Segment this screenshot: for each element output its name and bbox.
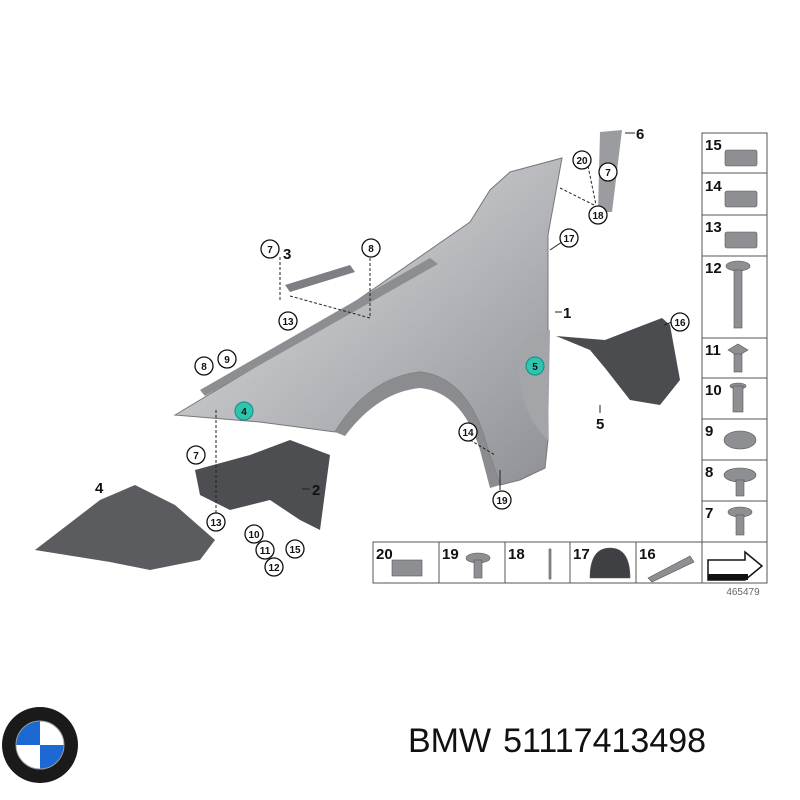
- callout-19: 19: [496, 496, 508, 507]
- liner-part-4: [35, 485, 215, 570]
- duct-part-16: [556, 318, 680, 405]
- callout-7: 7: [193, 451, 199, 462]
- callout-8: 8: [368, 244, 374, 255]
- highlight-marker-4: [234, 401, 254, 421]
- drawing-number: 465479: [726, 587, 760, 598]
- table-label-15: 15: [705, 137, 722, 154]
- fastener-icons: [391, 149, 758, 583]
- circled-callouts: [186, 150, 690, 577]
- orientation-arrow-icon: [707, 550, 764, 581]
- part-number: 51117413498: [503, 722, 707, 760]
- label-2: 2: [312, 482, 320, 499]
- callout-20: 20: [576, 156, 588, 167]
- callout-12: 12: [268, 563, 280, 574]
- table-label-18: 18: [508, 546, 525, 563]
- callout-15: 15: [289, 545, 301, 556]
- table-label-7: 7: [705, 505, 713, 522]
- callout-7: 7: [267, 245, 273, 256]
- fender-rail: [200, 258, 438, 396]
- wheel-arch: [335, 372, 500, 488]
- callout-13: 13: [210, 518, 222, 529]
- table-label-12: 12: [705, 260, 722, 277]
- table-label-13: 13: [705, 219, 722, 236]
- table-label-9: 9: [705, 423, 713, 440]
- label-6: 6: [636, 126, 644, 143]
- table-label-20: 20: [376, 546, 393, 563]
- callout-18: 18: [592, 211, 604, 222]
- label-1: 1: [563, 305, 571, 322]
- fender-part: [173, 157, 563, 486]
- callout-10: 10: [248, 530, 260, 541]
- bracket-part-2: [195, 440, 330, 530]
- fender-recess: [516, 330, 550, 440]
- table-label-16: 16: [639, 546, 656, 563]
- label-4: 4: [95, 480, 104, 497]
- callout-11: 11: [260, 546, 271, 557]
- part-caption: BMW 51117413498: [408, 722, 718, 761]
- label-5: 5: [596, 416, 604, 433]
- callout-13: 13: [282, 317, 294, 328]
- callout-14: 14: [462, 428, 474, 439]
- bmw-logo: [2, 707, 78, 783]
- leader-lines-solid: [302, 132, 673, 490]
- label-3: 3: [283, 246, 291, 263]
- leader-lines: [215, 165, 597, 515]
- table-label-19: 19: [442, 546, 459, 563]
- highlight-marker-5: [525, 356, 545, 376]
- callout-9: 9: [224, 355, 230, 366]
- highlight-5: 5: [532, 362, 538, 373]
- table-label-10: 10: [705, 382, 722, 399]
- callout-16: 16: [674, 318, 686, 329]
- table-label-14: 14: [705, 178, 722, 195]
- bracket-3: [285, 265, 355, 292]
- highlight-4: 4: [241, 407, 247, 418]
- table-label-8: 8: [705, 464, 713, 481]
- table-label-17: 17: [573, 546, 590, 563]
- table-label-11: 11: [705, 342, 721, 359]
- brand-name: BMW: [408, 722, 492, 760]
- callout-8: 8: [201, 362, 207, 373]
- callout-7: 7: [605, 168, 611, 179]
- side-parts-table: [372, 132, 768, 584]
- callout-17: 17: [563, 234, 575, 245]
